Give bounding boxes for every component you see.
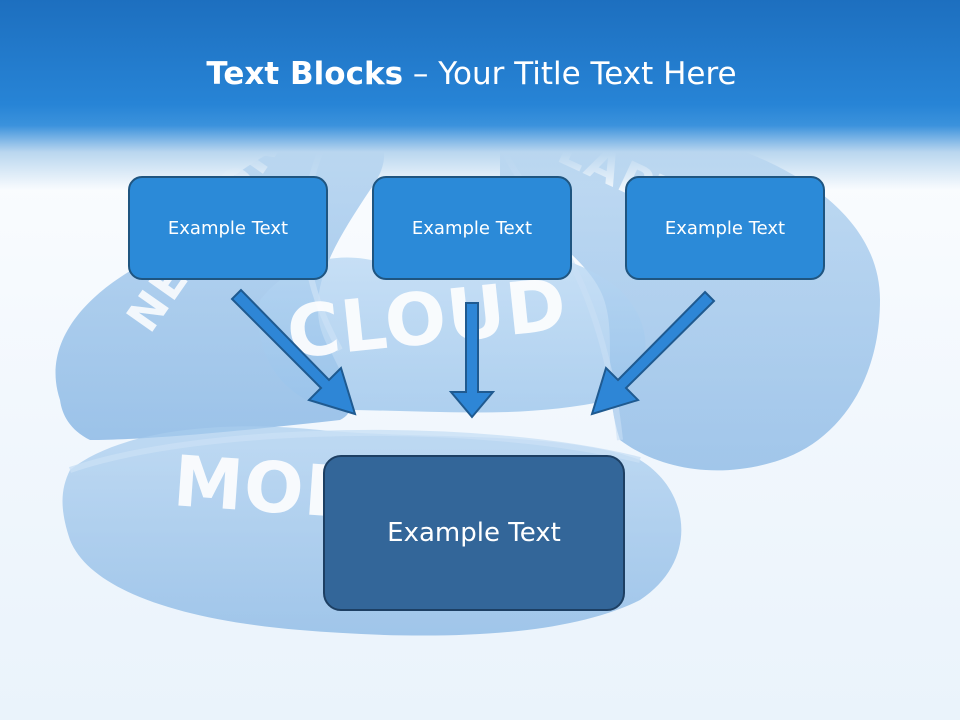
title-dash: – <box>403 56 439 92</box>
cloud-piece-cloud <box>258 249 646 413</box>
text-block-main-label: Example Text <box>387 518 561 548</box>
header-band <box>0 0 960 190</box>
arrow-right-icon <box>590 290 716 416</box>
text-block-2[interactable]: Example Text <box>372 176 572 280</box>
arrow-center-icon <box>448 302 496 419</box>
title-bold: Text Blocks <box>206 56 404 92</box>
text-block-1[interactable]: Example Text <box>128 176 328 280</box>
text-block-1-label: Example Text <box>167 217 289 239</box>
text-block-3-label: Example Text <box>664 217 786 239</box>
title-rest: Your Title Text Here <box>438 56 737 92</box>
text-block-3[interactable]: Example Text <box>625 176 825 280</box>
text-block-2-label: Example Text <box>411 217 533 239</box>
slide-title: Text Blocks – Your Title Text Here <box>0 52 943 96</box>
text-block-main[interactable]: Example Text <box>323 455 625 611</box>
arrow-left-icon <box>230 288 357 416</box>
